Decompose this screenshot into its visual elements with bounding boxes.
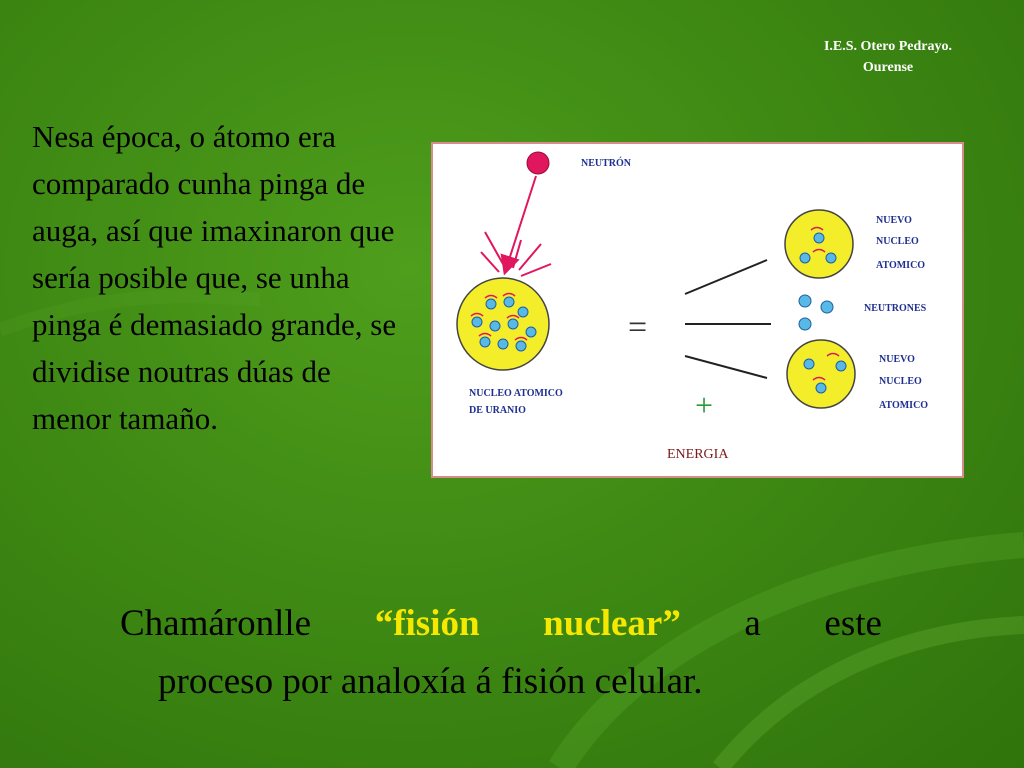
conclusion-word-a: a: [744, 603, 761, 644]
energy-label: ENERGIA: [667, 447, 729, 462]
conclusion-word-chamaronlle: Chamáronlle: [120, 603, 312, 644]
new-nucleus-top-label-3: ATOMICO: [876, 260, 925, 271]
school-name-line1: I.E.S. Otero Pedrayo.: [823, 39, 953, 54]
highlight-nuclear: nuclear”: [543, 603, 681, 644]
conclusion-word-este: este: [824, 603, 882, 644]
fission-diagram: NEUTRÓN NUCLEO ATOMICO DE URANI: [431, 142, 964, 478]
equals-sign: =: [628, 309, 647, 346]
uranium-nucleus-label-line1: NUCLEO ATOMICO: [469, 388, 563, 399]
fission-lines: [684, 259, 771, 379]
uranium-nucleus: [456, 277, 550, 371]
uranium-nucleus-label-line2: DE URANIO: [469, 405, 526, 416]
released-neutrons: [798, 294, 834, 331]
new-nucleus-bottom-label-3: ATOMICO: [879, 400, 928, 411]
conclusion-line2: proceso por analoxía á fisión celular.: [158, 661, 703, 702]
new-nucleus-top-label-2: NUCLEO: [876, 236, 919, 247]
neutron-particle: [526, 151, 550, 175]
neutrons-label: NEUTRONES: [864, 303, 927, 314]
new-nucleus-top-label-1: NUEVO: [876, 215, 912, 226]
school-name: I.E.S. Otero Pedrayo. Ourense: [798, 36, 978, 78]
new-nucleus-bottom-label-2: NUCLEO: [879, 376, 922, 387]
plus-sign: +: [695, 387, 713, 423]
conclusion-line1: Chamáronlle “fisión nuclear” a este: [120, 595, 882, 653]
highlight-fision: “fisión: [374, 603, 480, 644]
neutron-path-arrow: [500, 175, 537, 276]
school-name-line2: Ourense: [862, 60, 914, 75]
new-nucleus-top: [784, 209, 854, 279]
new-nucleus-bottom: [786, 339, 856, 409]
impact-rays: [480, 231, 552, 277]
body-paragraph: Nesa época, o átomo era comparado cunha …: [32, 119, 397, 436]
new-nucleus-bottom-label-1: NUEVO: [879, 354, 915, 365]
conclusion-text: Chamáronlle “fisión nuclear” a este proc…: [120, 595, 882, 711]
neutron-label: NEUTRÓN: [581, 157, 632, 169]
